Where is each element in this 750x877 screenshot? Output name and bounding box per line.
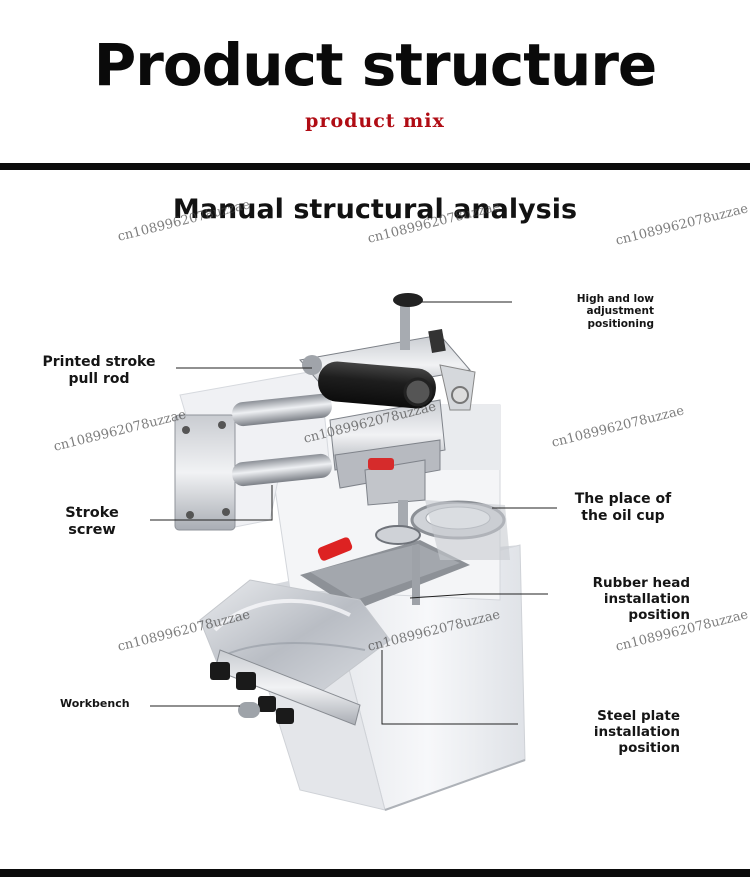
page-subtitle: product mix — [305, 110, 445, 132]
pull-handle — [302, 355, 436, 409]
label-workbench: Workbench — [60, 697, 130, 710]
workbench — [199, 579, 391, 726]
bottom-divider — [0, 869, 750, 877]
label-oil-cup: The place of the oil cup — [574, 491, 672, 524]
guide-rods — [174, 393, 332, 531]
section-heading: Manual structural analysis — [172, 194, 578, 225]
label-height-adjustment: High and low adjustment positioning — [576, 293, 654, 330]
ink-tray — [300, 537, 470, 610]
top-divider — [0, 163, 750, 170]
label-steel-plate: Steel plate installation position — [593, 708, 680, 756]
page-title: Product structure — [93, 31, 658, 99]
label-stroke-pull-rod: Printed stroke pull rod — [42, 354, 156, 387]
callout-leaders — [150, 301, 557, 725]
label-rubber-head: Rubber head installation position — [592, 575, 690, 623]
label-stroke-screw: Stroke screw — [65, 505, 119, 539]
oil-cup — [410, 500, 510, 560]
